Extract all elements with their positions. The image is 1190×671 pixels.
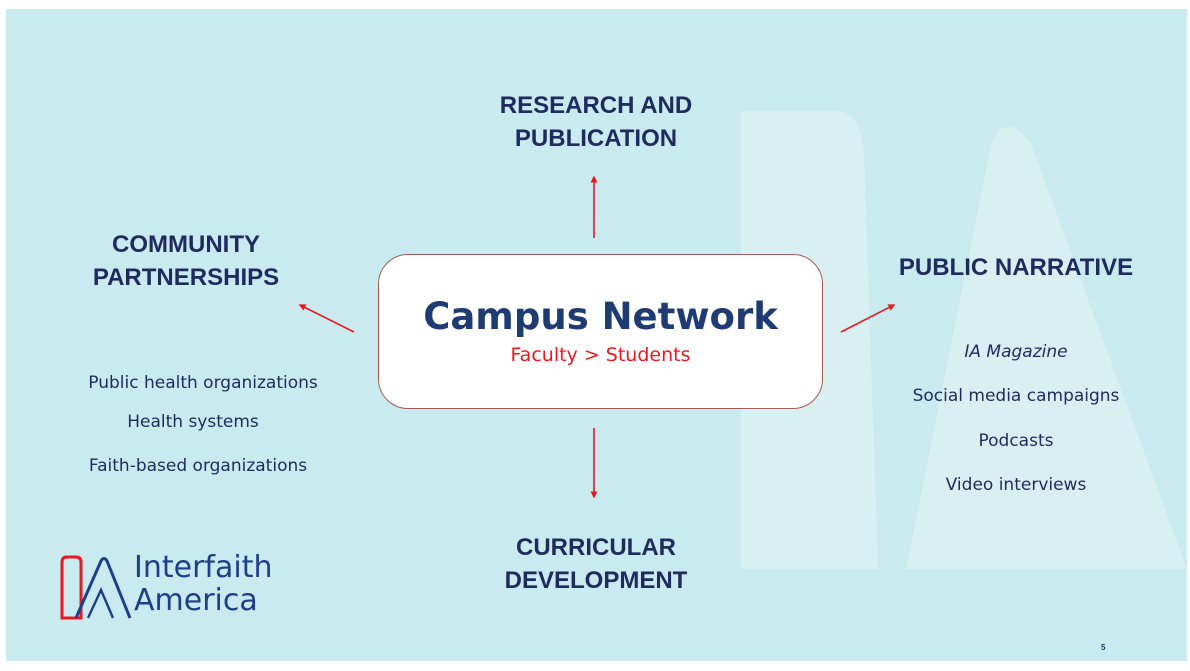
slide: RESEARCH AND PUBLICATION COMMUNITY PARTN… xyxy=(6,9,1187,661)
arrow-to-public-narrative xyxy=(840,304,896,333)
research-heading-line2: PUBLICATION xyxy=(514,125,678,152)
arrow-to-community xyxy=(298,304,355,333)
public-narrative-heading: PUBLIC NARRATIVE xyxy=(898,254,1134,281)
community-item: Public health organizations xyxy=(88,373,318,393)
page-number: 5 xyxy=(1101,643,1106,652)
curricular-heading-line2: DEVELOPMENT xyxy=(504,567,688,594)
logo-wordmark: Interfaith America xyxy=(134,551,272,617)
public-narrative-item: IA Magazine xyxy=(964,342,1068,362)
campus-network-box: Campus Network Faculty > Students xyxy=(378,254,823,409)
logo-line1: Interfaith xyxy=(134,550,273,585)
research-heading-line1: RESEARCH AND xyxy=(499,92,693,119)
public-narrative-item: Social media campaigns xyxy=(912,386,1120,406)
public-narrative-item: Podcasts xyxy=(978,431,1054,451)
community-item: Health systems xyxy=(127,412,259,432)
center-subtitle: Faculty > Students xyxy=(510,344,691,366)
logo-line2: America xyxy=(134,583,258,618)
public-narrative-item: Video interviews xyxy=(945,475,1087,495)
center-title: Campus Network xyxy=(423,295,778,338)
community-item: Faith-based organizations xyxy=(88,456,308,476)
interfaith-america-logo-icon xyxy=(60,555,132,620)
curricular-development-heading: CURRICULAR DEVELOPMENT xyxy=(476,531,716,597)
community-heading-line1: COMMUNITY xyxy=(112,231,260,258)
curricular-heading-line1: CURRICULAR xyxy=(516,534,676,561)
research-publication-heading: RESEARCH AND PUBLICATION xyxy=(476,89,716,155)
community-partnerships-heading: COMMUNITY PARTNERSHIPS xyxy=(76,228,296,294)
community-heading-line2: PARTNERSHIPS xyxy=(92,264,280,291)
connector-arrows xyxy=(298,175,896,499)
